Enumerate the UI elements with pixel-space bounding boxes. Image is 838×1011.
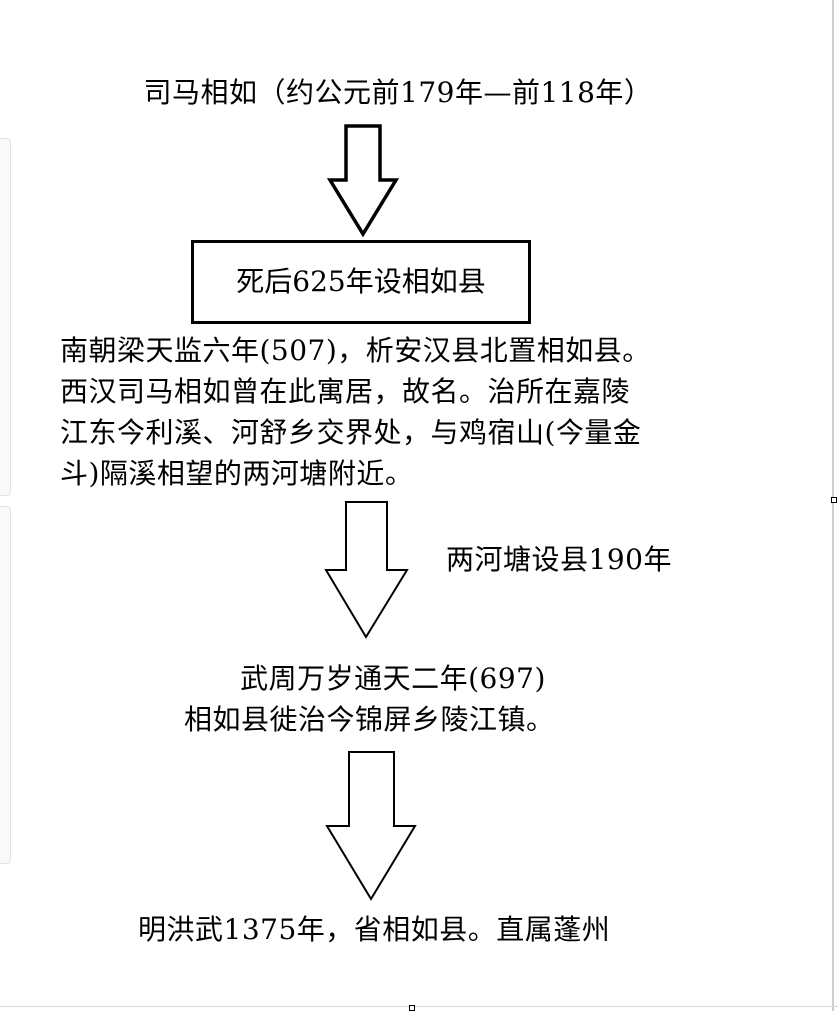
paragraph-line-4: 斗)隔溪相望的两河塘附近。 [60,457,414,490]
left-side-panel [0,138,11,496]
arrow-down-2 [324,501,409,639]
box-label: 死后625年设相如县 [236,265,486,298]
left-side-panel [0,506,11,864]
mid-line-2: 相如县徙治今锦屏乡陵江镇。 [184,703,555,736]
arrow-down-1 [326,124,400,238]
node-box-county-established: 死后625年设相如县 [191,240,531,324]
node-bottom: 明洪武1375年，省相如县。直属蓬州 [138,913,611,946]
frame-right-edge [832,0,834,1011]
arrow-label: 两河塘设县190年 [446,543,672,576]
resize-handle-right[interactable] [831,497,837,503]
mid-line-1: 武周万岁通天二年(697) [240,662,546,695]
node-sima-xiangru: 司马相如（约公元前179年—前118年） [143,76,653,109]
paragraph-line-1: 南朝梁天监六年(507)，析安汉县北置相如县。 [60,334,651,367]
resize-handle-bottom[interactable] [409,1005,415,1011]
paragraph-line-3: 江东今利溪、河舒乡交界处，与鸡宿山(今量金 [60,416,642,449]
arrow-down-3 [325,751,417,901]
paragraph-line-2: 西汉司马相如曾在此寓居，故名。治所在嘉陵 [60,375,631,408]
frame-bottom-edge [0,1006,838,1007]
